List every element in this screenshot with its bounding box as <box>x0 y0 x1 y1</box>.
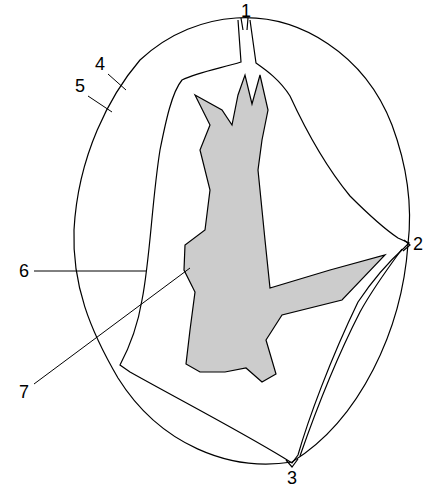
leader-line <box>108 74 126 90</box>
inner-outline <box>120 20 409 463</box>
notch-bottom <box>286 459 298 467</box>
callout-number: 2 <box>413 235 423 253</box>
callout-number: 7 <box>19 383 29 401</box>
callout-number: 1 <box>241 2 251 20</box>
notch-right <box>403 240 410 251</box>
leader-line <box>34 268 190 384</box>
leader-line <box>34 271 146 272</box>
callout-number: 4 <box>95 55 105 73</box>
outer-shell <box>74 18 410 464</box>
embryo <box>184 75 385 382</box>
callout-number: 5 <box>75 77 85 95</box>
leader-line <box>88 96 112 112</box>
callout-number: 3 <box>287 469 297 487</box>
callout-number: 6 <box>19 262 29 280</box>
